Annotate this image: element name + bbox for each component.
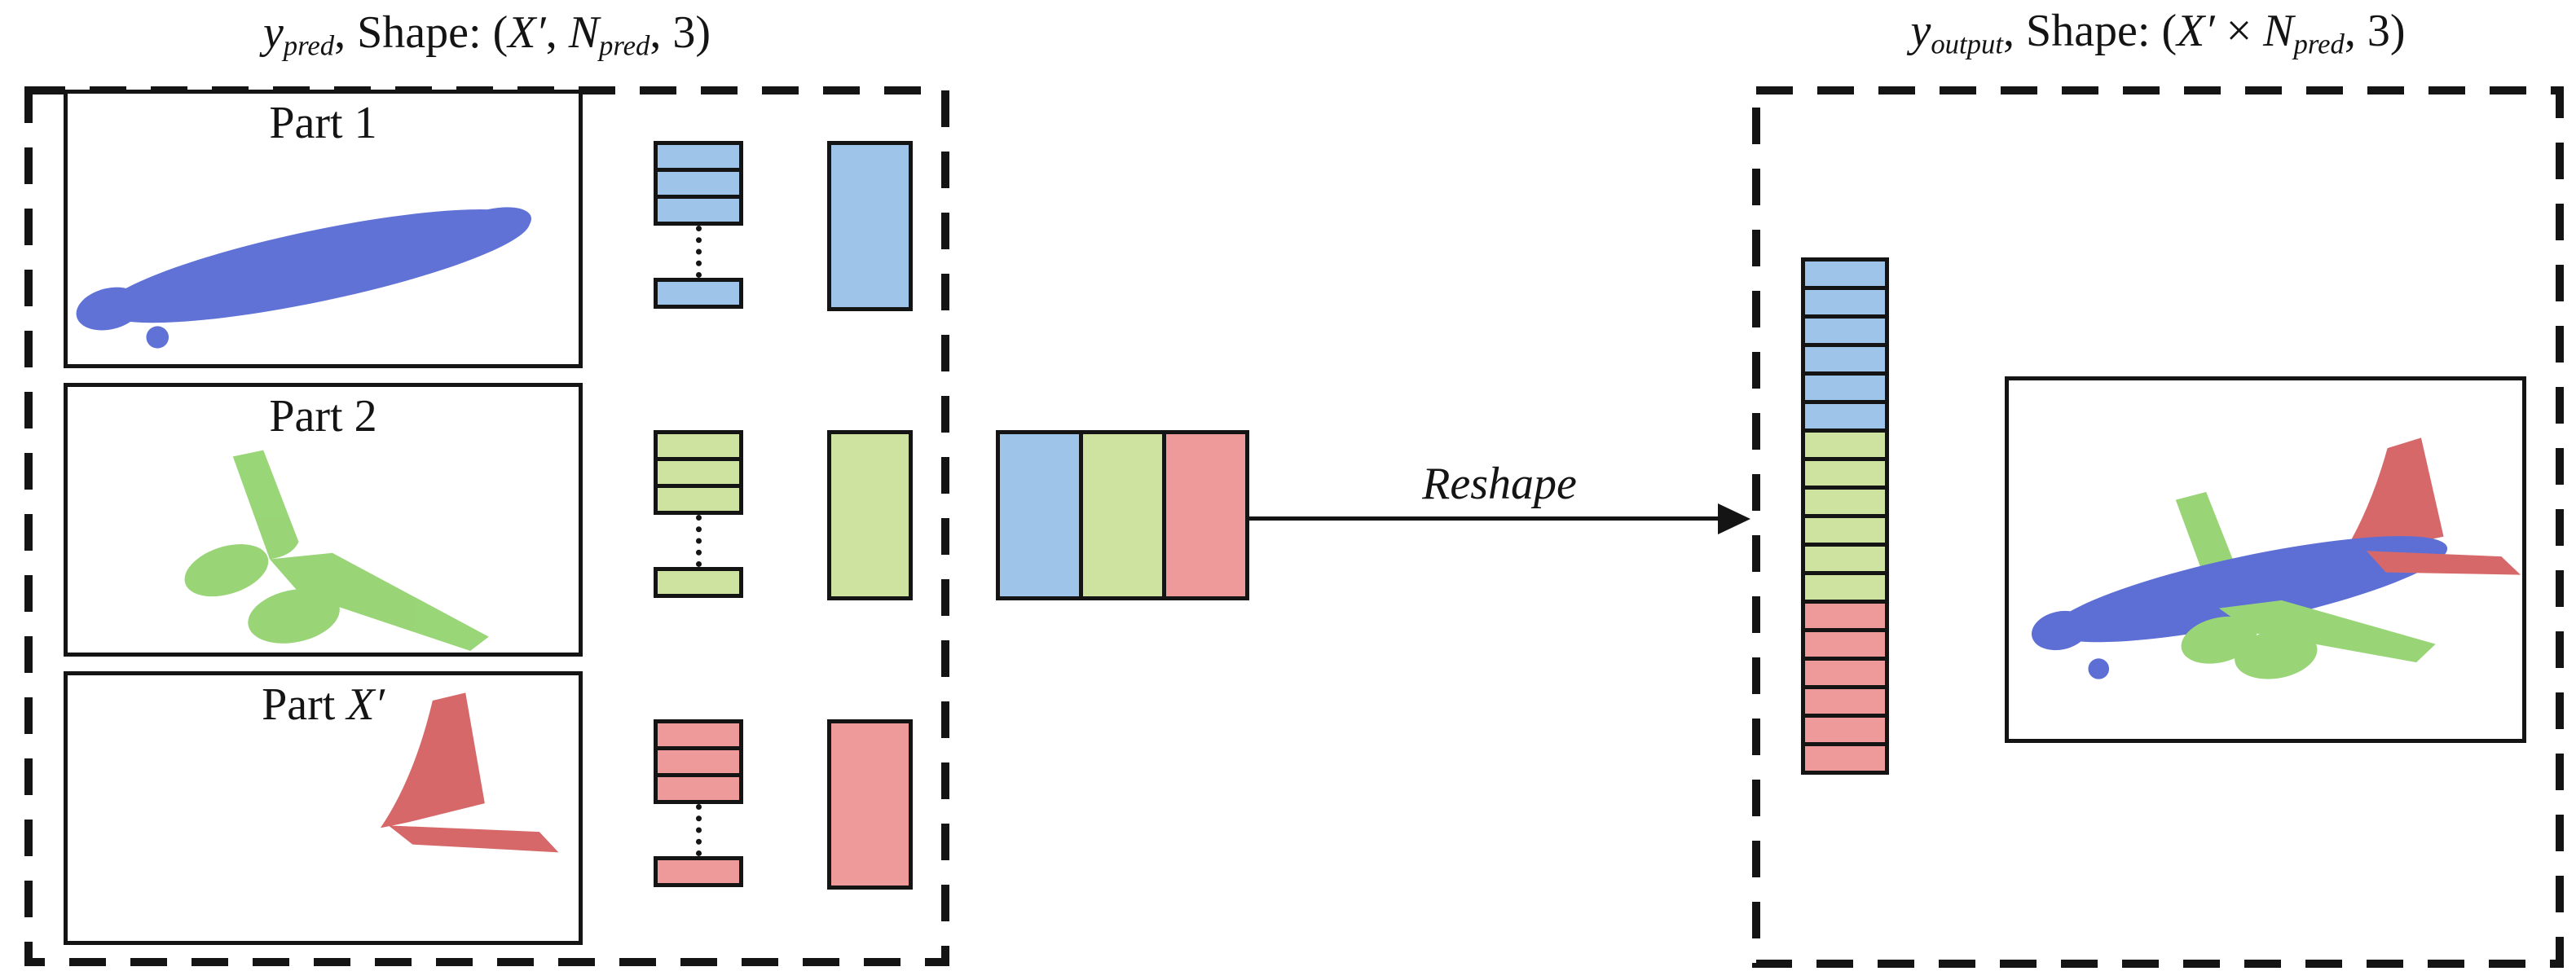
plane-landing-gear-shape xyxy=(2088,658,2110,679)
lower-wing-shape xyxy=(270,552,489,652)
assembled-plane-box xyxy=(2005,376,2526,743)
part1-label-text: Part 1 xyxy=(269,98,377,148)
part1-pred-stack xyxy=(654,141,743,309)
engine1-shape xyxy=(184,544,269,597)
output-row-cell xyxy=(1801,428,1889,461)
pred-row-cell xyxy=(654,195,743,226)
plane-fuselage-shape xyxy=(2051,536,2448,643)
youtput-dashed-box xyxy=(1752,86,2564,968)
assembled-plane-pointcloud xyxy=(2031,437,2521,679)
ypred-shape-text: , Shape: ( xyxy=(334,7,509,58)
reshape-arrow-head xyxy=(1718,503,1750,534)
reshape-arrow-line xyxy=(1245,516,1726,521)
pred-row-cell xyxy=(654,567,743,598)
pred-row-cell xyxy=(654,773,743,804)
youtput-dashed-border xyxy=(1752,86,2564,968)
part2-pred-stack xyxy=(654,430,743,598)
part2-label-text: Part 2 xyxy=(269,391,377,442)
ellipsis-dotted-connector xyxy=(695,226,702,278)
ellipsis-dotted-connector xyxy=(695,515,702,567)
youtput-dim2-subscript: pred xyxy=(2293,28,2345,60)
output-row-cell xyxy=(1801,514,1889,547)
output-row-cell xyxy=(1801,343,1889,376)
part2-pointcloud xyxy=(184,450,489,652)
partx-label-text: Part xyxy=(262,679,347,730)
youtput-dim1: X′ xyxy=(2177,6,2215,56)
fuselage-tail-shape xyxy=(438,207,531,253)
partx-pointcloud xyxy=(380,692,559,853)
ypred-shape-title: ypred, Shape: (X′, Npred, 3) xyxy=(24,7,949,63)
output-row-cell xyxy=(1801,486,1889,518)
output-row-cell xyxy=(1801,371,1889,404)
pred-row-cell xyxy=(654,278,743,309)
part1-label: Part 1 xyxy=(68,97,579,149)
youtput-var: y xyxy=(1910,6,1931,56)
part2-box: Part 2 xyxy=(64,383,583,657)
output-row-cell xyxy=(1801,685,1889,718)
output-row-cell xyxy=(1801,543,1889,575)
output-rows-column xyxy=(1801,257,1889,775)
ypred-dim2: N xyxy=(568,7,600,58)
plane-tail-fin-shape xyxy=(2340,437,2444,558)
output-row-cell xyxy=(1801,571,1889,604)
part2-label: Part 2 xyxy=(68,390,579,442)
ellipsis-dotted-connector xyxy=(695,804,702,856)
output-row-cell xyxy=(1801,314,1889,347)
output-row-cell xyxy=(1801,714,1889,746)
youtput-multiply-sign: × xyxy=(2214,6,2264,56)
youtput-shape-end: , 3) xyxy=(2344,6,2406,56)
youtput-shape-title: youtput, Shape: (X′ × Npred, 3) xyxy=(1752,5,2564,61)
output-row-cell xyxy=(1801,657,1889,689)
pred-row-cell xyxy=(654,484,743,515)
plane-lower-wing-shape xyxy=(2218,600,2436,663)
youtput-shape-text: , Shape: ( xyxy=(2003,6,2177,56)
partx-pred-stack xyxy=(654,719,743,887)
part1-tensor-rect xyxy=(827,141,913,311)
part2-tensor-rect xyxy=(827,430,913,600)
ypred-dim2-subscript: pred xyxy=(599,29,650,62)
concat-green-column xyxy=(1079,430,1166,600)
ypred-dim1: X′ xyxy=(508,7,546,58)
fuselage-shape xyxy=(103,209,531,323)
landing-gear-shape xyxy=(146,326,170,349)
output-row-cell xyxy=(1801,457,1889,490)
youtput-dim2: N xyxy=(2263,6,2294,56)
ypred-shape-end: , 3) xyxy=(650,7,711,58)
output-row-cell xyxy=(1801,628,1889,661)
concat-blue-column xyxy=(996,430,1083,600)
tail-stabilizer-shape xyxy=(388,825,559,853)
partx-label-italic: X′ xyxy=(346,679,385,730)
partx-box: Part X′ xyxy=(64,671,583,945)
output-row-cell xyxy=(1801,286,1889,319)
output-row-cell xyxy=(1801,600,1889,632)
partx-tensor-rect xyxy=(827,719,913,890)
ypred-var: y xyxy=(262,7,284,58)
fuselage-nose-shape xyxy=(76,287,143,331)
concatenated-tensor-block xyxy=(996,430,1249,600)
engine2-shape xyxy=(248,588,340,644)
plane-tail-stabilizer-shape xyxy=(2367,551,2521,575)
output-row-cell xyxy=(1801,400,1889,433)
output-row-cell xyxy=(1801,257,1889,290)
upper-wing-shape xyxy=(232,450,299,560)
part1-box: Part 1 xyxy=(64,90,583,368)
tail-fin-shape xyxy=(380,692,485,828)
ypred-subscript: pred xyxy=(283,29,335,62)
concat-red-column xyxy=(1162,430,1249,600)
ypred-separator: , xyxy=(545,7,569,58)
output-row-cell xyxy=(1801,742,1889,775)
partx-label: Part X′ xyxy=(68,679,579,731)
part1-pointcloud xyxy=(76,207,531,349)
reshape-arrow-label: Reshape xyxy=(1422,459,1577,509)
youtput-subscript: output xyxy=(1931,28,2004,60)
pred-row-cell xyxy=(654,856,743,887)
plane-engine2-shape xyxy=(2235,630,2318,679)
plane-nose-shape xyxy=(2031,610,2089,651)
